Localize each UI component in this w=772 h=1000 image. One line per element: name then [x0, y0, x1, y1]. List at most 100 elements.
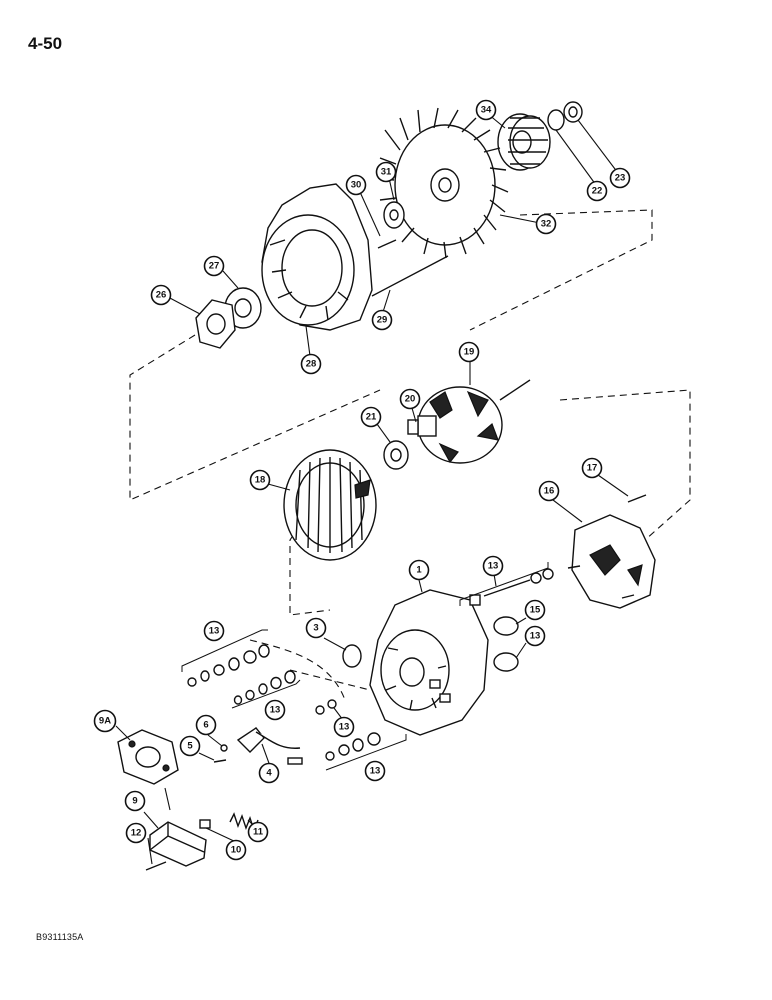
svg-text:5: 5 — [187, 741, 193, 752]
insulator-part-15 — [493, 616, 519, 636]
svg-text:13: 13 — [209, 626, 220, 637]
callout-13-stud: 13 — [482, 555, 504, 577]
bracket-13-upper — [181, 629, 268, 672]
through-bolt-part — [371, 255, 449, 297]
bracket-13-lower — [325, 734, 407, 771]
bracket-13-middle — [231, 679, 301, 709]
callout-16: 16 — [538, 480, 560, 502]
svg-text:16: 16 — [544, 486, 555, 497]
slip-ring-end-housing-part — [369, 589, 489, 736]
callout-11: 11 — [247, 821, 269, 843]
svg-text:13: 13 — [488, 561, 499, 572]
screw-part-12 — [145, 861, 167, 871]
rectifier-screw-part — [627, 494, 647, 503]
svg-text:19: 19 — [464, 347, 475, 358]
stator-part — [283, 449, 377, 561]
svg-text:22: 22 — [592, 186, 603, 197]
brush-part — [199, 819, 211, 829]
hardware-row-lower — [325, 732, 381, 761]
callout-13-upper: 13 — [203, 620, 225, 642]
callout-9: 9 — [124, 790, 146, 812]
svg-text:29: 29 — [377, 315, 388, 326]
regulator-cover-part — [117, 729, 179, 785]
callout-9a: 9A — [93, 709, 117, 733]
svg-text:13: 13 — [370, 766, 381, 777]
callout-18: 18 — [249, 469, 271, 491]
callout-27: 27 — [203, 255, 225, 277]
svg-text:11: 11 — [253, 827, 264, 838]
callout-22: 22 — [586, 180, 608, 202]
hardware-row-middle — [233, 670, 296, 705]
svg-text:30: 30 — [351, 180, 362, 191]
callout-21: 21 — [360, 406, 382, 428]
svg-text:31: 31 — [381, 167, 392, 178]
terminal-stud-part — [469, 568, 554, 606]
callout-13-middle: 13 — [264, 699, 286, 721]
brush-holder-part — [149, 821, 207, 867]
svg-text:18: 18 — [255, 475, 266, 486]
callout-26: 26 — [150, 284, 172, 306]
svg-text:21: 21 — [366, 412, 377, 423]
pulley-part — [497, 113, 551, 171]
washer-part-6 — [220, 744, 228, 752]
figure-code: B9311135A — [36, 932, 84, 942]
callout-29: 29 — [371, 309, 393, 331]
svg-text:26: 26 — [156, 290, 167, 301]
callout-5: 5 — [179, 735, 201, 757]
page-number: 4-50 — [28, 34, 63, 53]
insulator-part-13 — [493, 652, 519, 672]
svg-text:12: 12 — [131, 828, 142, 839]
callout-28: 28 — [300, 353, 322, 375]
svg-text:10: 10 — [231, 845, 242, 856]
svg-text:15: 15 — [530, 605, 541, 616]
capacitor-part — [236, 727, 303, 765]
callout-1: 1 — [408, 559, 430, 581]
leader-lines — [115, 113, 629, 865]
screw-part-5 — [213, 759, 227, 763]
washer-part — [547, 109, 565, 131]
callout-17: 17 — [581, 457, 603, 479]
bushing-part — [342, 644, 362, 668]
bracket-13-stud — [459, 562, 549, 606]
svg-text:17: 17 — [587, 463, 598, 474]
assembly-line-upper — [129, 209, 653, 501]
callout-10: 10 — [225, 839, 247, 861]
svg-text:1: 1 — [416, 565, 422, 576]
svg-text:13: 13 — [530, 631, 541, 642]
callout-32: 32 — [535, 213, 557, 235]
callout-20: 20 — [399, 388, 421, 410]
svg-text:20: 20 — [405, 394, 416, 405]
callout-30: 30 — [345, 174, 367, 196]
callout-15: 15 — [524, 599, 546, 621]
rotor-part — [407, 379, 531, 464]
screw-part — [377, 239, 397, 249]
svg-text:4: 4 — [266, 768, 272, 779]
callout-34: 34 — [475, 99, 497, 121]
svg-text:13: 13 — [270, 705, 281, 716]
callout-13-insulator: 13 — [524, 625, 546, 647]
hardware-row-upper — [187, 644, 270, 687]
callout-4: 4 — [258, 762, 280, 784]
rectifier-part — [567, 514, 656, 609]
callout-31: 31 — [375, 161, 397, 183]
callout-12: 12 — [125, 822, 147, 844]
callout-13-lower: 13 — [364, 760, 386, 782]
svg-text:23: 23 — [615, 173, 626, 184]
svg-text:3: 3 — [313, 623, 318, 634]
fan-part — [377, 107, 509, 259]
svg-text:34: 34 — [481, 105, 492, 116]
svg-text:9A: 9A — [99, 716, 111, 727]
callout-23: 23 — [609, 167, 631, 189]
svg-text:13: 13 — [339, 722, 350, 733]
callout-3: 3 — [305, 617, 327, 639]
svg-text:6: 6 — [203, 720, 208, 731]
callout-6: 6 — [195, 714, 217, 736]
callout-13-nut: 13 — [333, 716, 355, 738]
svg-text:32: 32 — [541, 219, 552, 230]
callout-19: 19 — [458, 341, 480, 363]
svg-text:27: 27 — [209, 261, 220, 272]
svg-text:9: 9 — [132, 796, 137, 807]
svg-text:28: 28 — [306, 359, 317, 370]
drive-end-housing-part — [261, 183, 373, 331]
